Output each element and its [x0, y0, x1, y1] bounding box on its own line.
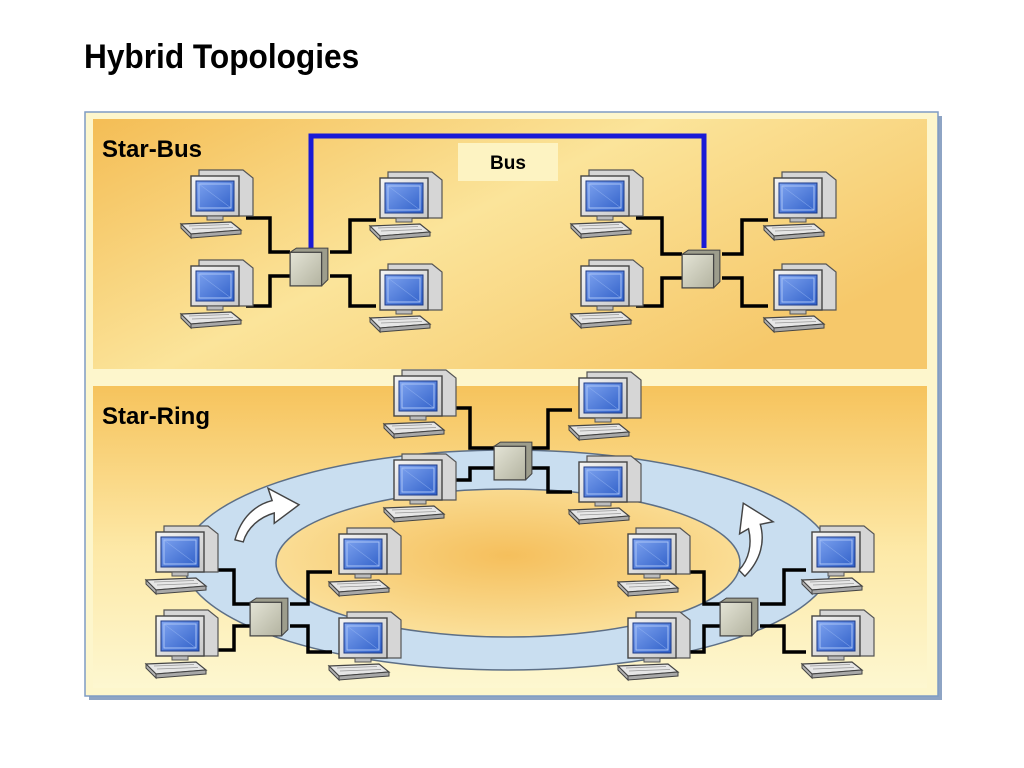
hub-icon [719, 597, 759, 637]
star-ring-left-links [212, 568, 332, 654]
hub-icon [249, 597, 289, 637]
bus-line [308, 133, 707, 248]
star-ring-label: Star-Ring [102, 403, 210, 430]
bus-label: Bus [490, 153, 526, 174]
star-ring-panel: Star-Ring [93, 369, 927, 688]
hub-icon [681, 249, 721, 289]
star-bus-left-links [246, 216, 376, 308]
ring-inner [275, 488, 741, 638]
star-ring-top-links [450, 406, 572, 494]
hub-icon [493, 441, 533, 481]
hub-icon [289, 247, 329, 287]
bus-label-box [458, 143, 558, 181]
star-bus-right-links [636, 216, 768, 308]
star-ring-right-links [686, 568, 806, 654]
star-bus-panel: Star-Bus Bus [93, 119, 927, 369]
page-title: Hybrid Topologies [84, 38, 360, 76]
star-bus-label: Star-Bus [102, 136, 202, 163]
